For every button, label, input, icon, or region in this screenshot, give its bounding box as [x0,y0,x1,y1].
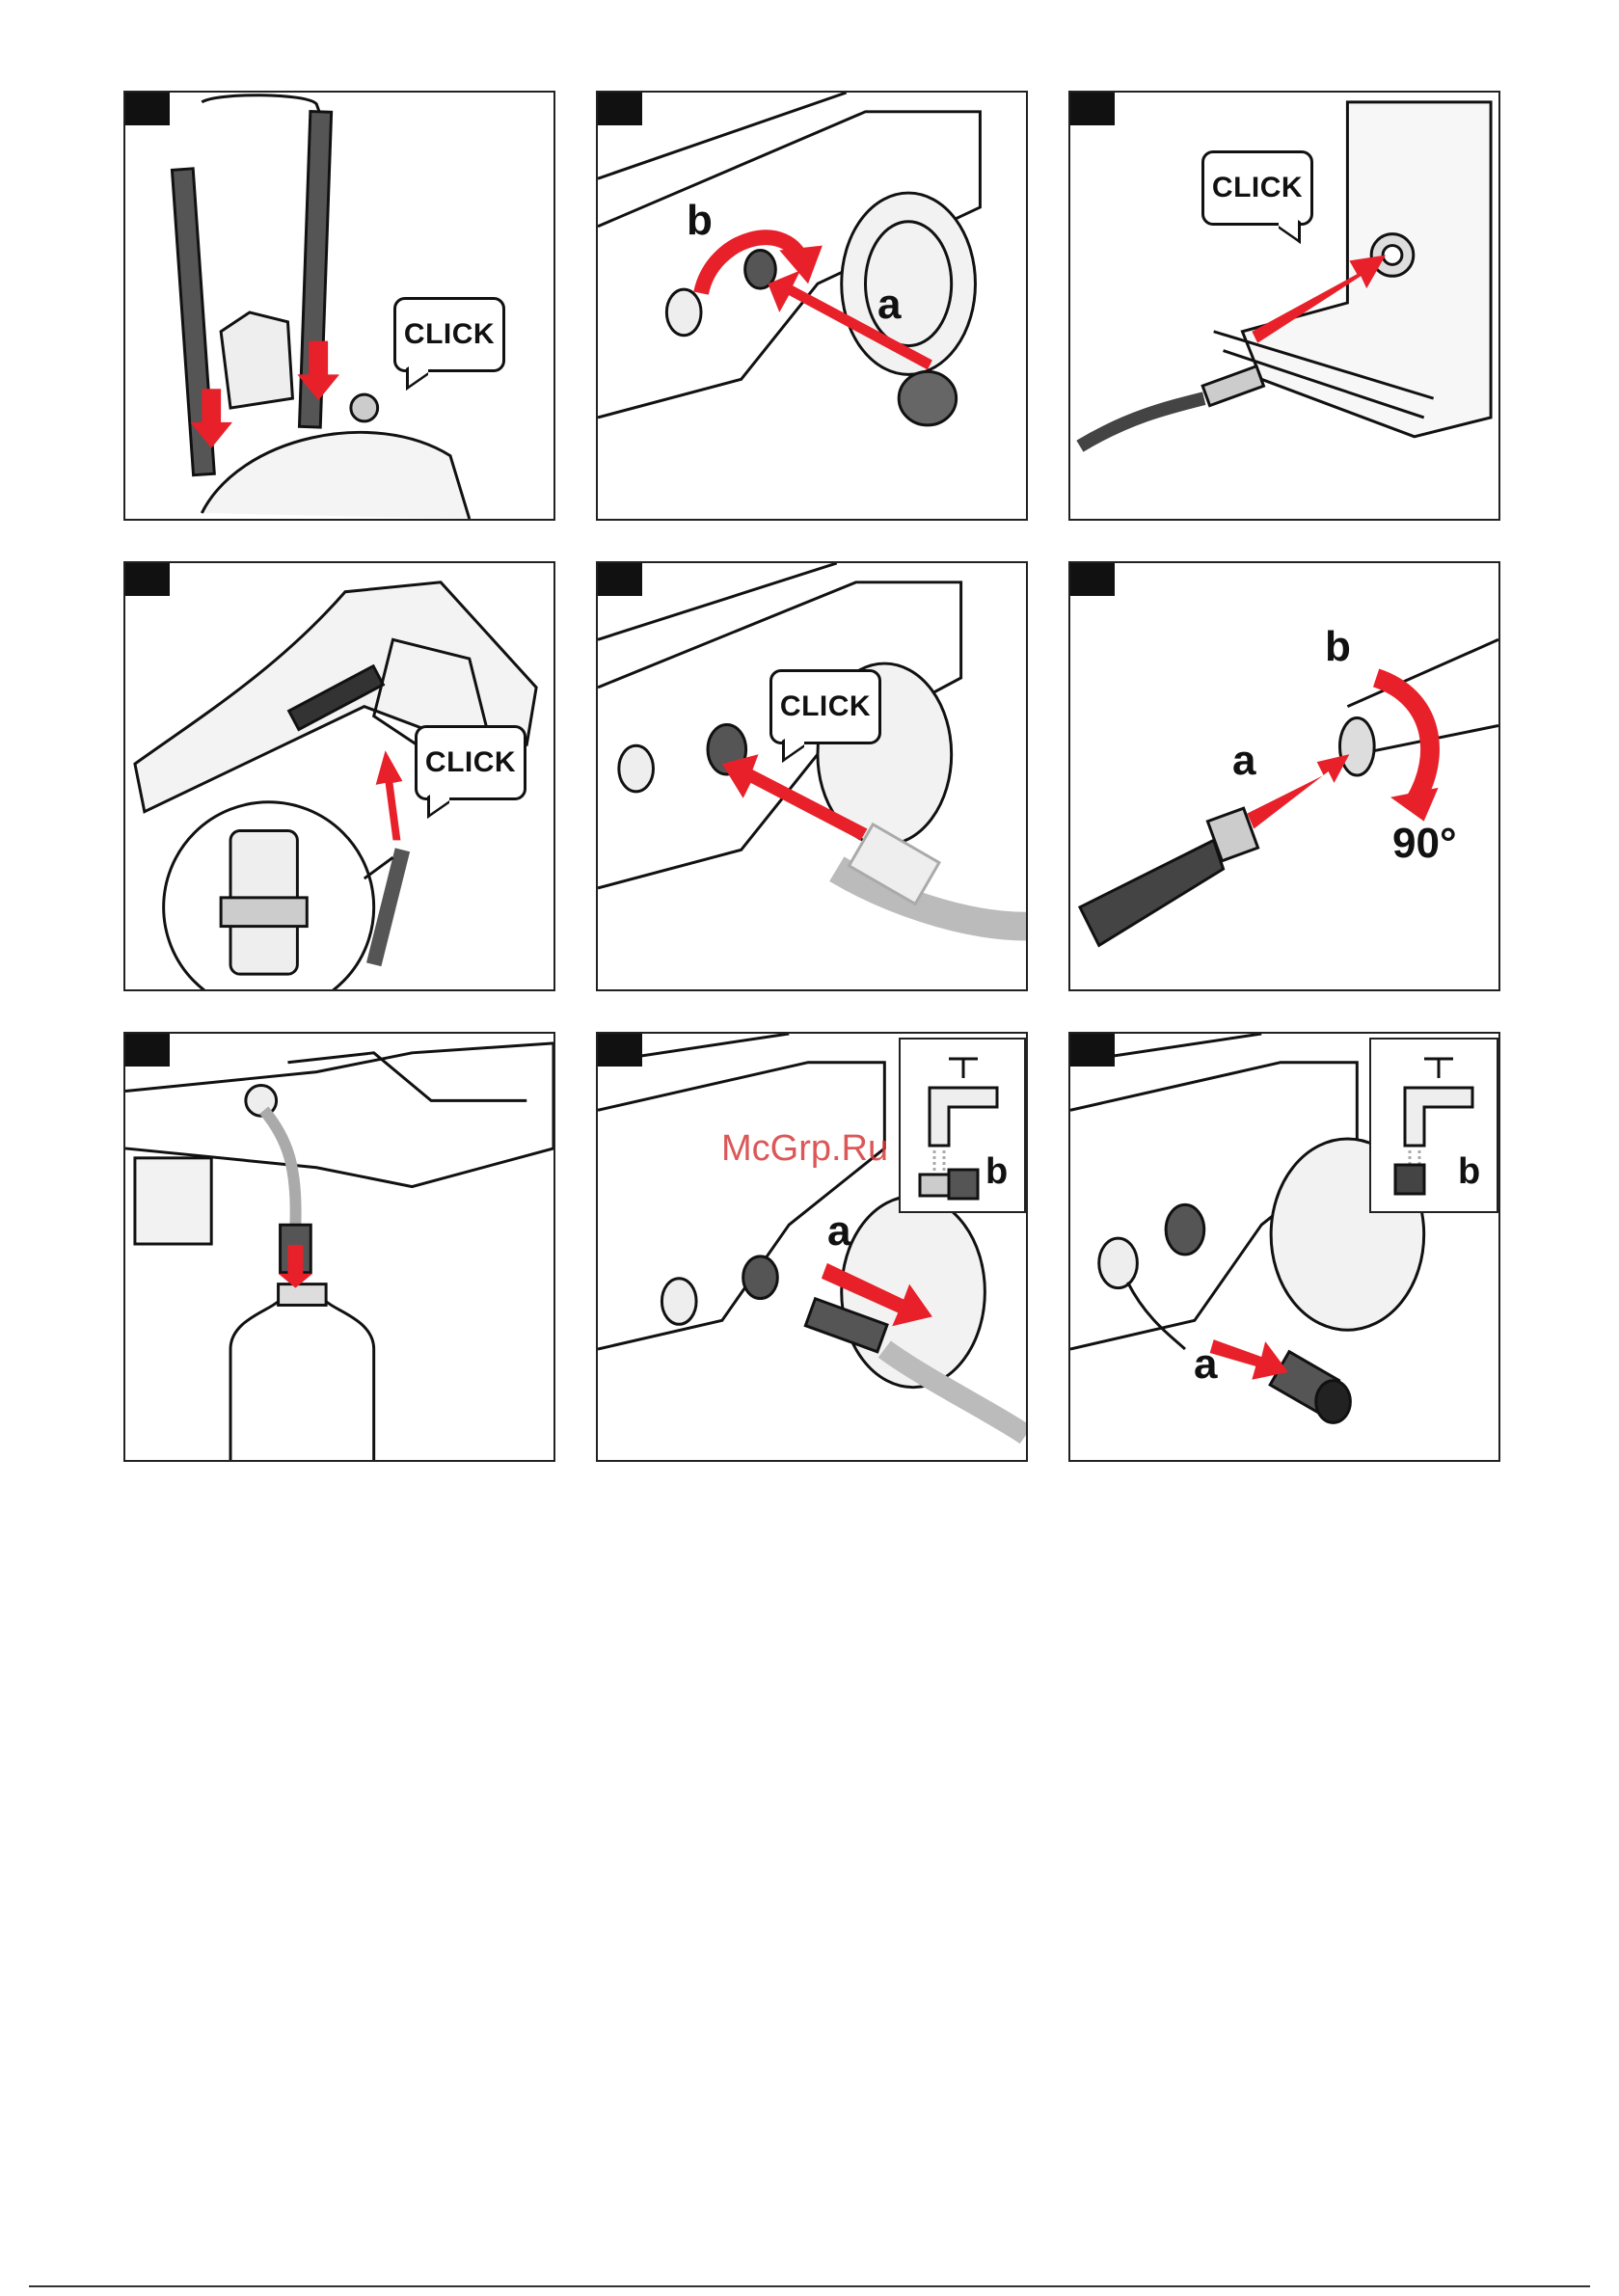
label-a: a [1232,737,1255,785]
panel-4-gun: CLICK [123,561,555,991]
panel-5-garden-hose: CLICK [596,561,1028,991]
click-bubble: CLICK [415,725,526,800]
tap-inset: b [899,1038,1026,1213]
connector-illustration [598,93,1026,519]
watermark: McGrp.Ru [721,1128,888,1170]
panel-3-hose: CLICK [1068,91,1500,521]
label-b: b [985,1151,1008,1193]
panel-2-connector: b a [596,91,1028,521]
label-b: b [687,197,713,245]
tap-inset: b [1369,1038,1498,1213]
label-a: a [1194,1340,1217,1389]
click-bubble: CLICK [1201,150,1313,226]
label-angle: 90° [1392,820,1457,868]
panel-1-handle: CLICK [123,91,555,521]
label-a: a [827,1207,850,1256]
garden-hose-illustration [598,563,1026,989]
panel-6-lance: b a 90° [1068,561,1500,991]
panel-9-inlet-filter: b a [1068,1032,1500,1462]
label-b: b [1325,623,1351,671]
detergent-illustration [125,1034,553,1460]
label-b: b [1458,1151,1480,1193]
panel-7-detergent [123,1032,555,1462]
click-bubble: CLICK [769,669,881,744]
lance-illustration [1070,563,1498,989]
panel-8-filter: b a [596,1032,1028,1462]
click-bubble: CLICK [393,297,505,372]
footer-rule [29,2285,1590,2287]
label-a: a [877,281,901,329]
